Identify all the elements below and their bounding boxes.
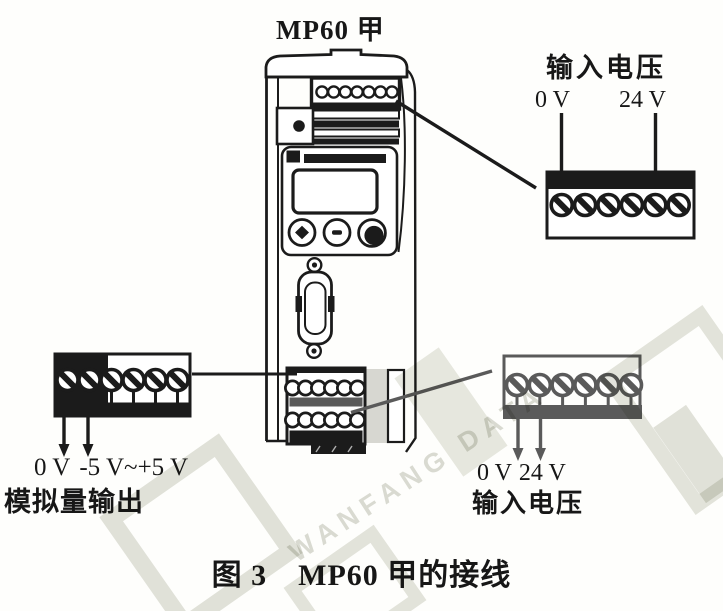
device-top-terminal-strip: [309, 76, 402, 111]
screw-terminal: [57, 370, 78, 391]
device-io-terminals: [283, 366, 406, 446]
bottom-right-block-label: 输入电压: [472, 489, 585, 518]
block-bottom-bar: [503, 405, 642, 419]
screw-terminal: [145, 370, 166, 391]
bottom-left-pin-labels: 0 V -5 V~+5 V: [34, 454, 189, 481]
dsub-latch-left: [295, 296, 302, 312]
figure-caption: 图 3 MP60 甲的接线: [211, 559, 512, 592]
screw-terminal: [101, 370, 122, 391]
device-title: MP60 甲: [276, 15, 385, 45]
terminal-ring: [350, 85, 364, 99]
screw-terminal: [645, 195, 666, 216]
button-left: [287, 218, 317, 247]
panel-square-mark: [286, 150, 300, 163]
knob: [357, 218, 387, 248]
device-drawing: [264, 48, 417, 454]
terminal-ring: [326, 85, 341, 99]
display: [291, 168, 379, 215]
wire-arrow: [535, 448, 546, 461]
screw-terminal: [598, 195, 619, 216]
terminal-ring: [338, 85, 353, 99]
dsub-connector: [295, 257, 335, 360]
bottom-right-pin-24v: 24 V: [518, 460, 566, 486]
status-led: [293, 120, 305, 132]
terminal-block-bottom-right: [502, 354, 642, 461]
screw-terminal: [123, 370, 144, 391]
screw-terminal: [79, 370, 100, 391]
screw-terminal: [551, 195, 572, 216]
screw-terminal: [621, 195, 642, 216]
screw-terminal: [621, 375, 642, 396]
top-right-pin-0v: 0 V: [535, 87, 570, 113]
panel-slot-bar: [304, 154, 386, 163]
screw-terminal: [552, 375, 573, 396]
terminal-ring: [385, 85, 399, 99]
bottom-left-block-label: 模拟量输出: [4, 487, 144, 517]
diamond-icon: [295, 225, 309, 240]
device-right-edge: [405, 69, 417, 453]
terminal-block-bottom-left: [53, 352, 192, 457]
bottom-left-pin-0v: 0 V: [34, 454, 71, 481]
io-ring: [348, 411, 367, 429]
io-divider-band: [289, 397, 363, 407]
block-top-bar: [546, 171, 695, 189]
device-side-curve: [397, 77, 406, 253]
bottom-right-pin-labels: 0 V 24 V: [477, 460, 566, 486]
io-ring: [348, 379, 367, 397]
wire-arrow: [82, 444, 94, 457]
button-middle: [322, 218, 352, 247]
screw-terminal: [575, 195, 596, 216]
vent-stripes: [312, 109, 400, 145]
terminal-ring: [373, 85, 388, 99]
dsub-latch-right: [328, 296, 335, 312]
bottom-left-pin-range: -5 V~+5 V: [79, 454, 189, 481]
bottom-right-pin-0v: 0 V: [477, 460, 512, 486]
screw-terminal: [575, 375, 596, 396]
screw-terminal: [529, 375, 550, 396]
block-bottom-bar: [54, 402, 191, 417]
screw-terminal: [598, 375, 619, 396]
terminal-block-top-right: [545, 113, 696, 240]
device-foot: [311, 444, 366, 454]
wire-arrow: [512, 448, 524, 461]
pointer-line-top-right: [395, 99, 537, 190]
terminal-ring: [315, 85, 329, 99]
wire-arrow: [58, 444, 70, 457]
screw-terminal: [668, 195, 689, 216]
top-right-pin-24v: 24 V: [619, 87, 666, 113]
top-right-block-label: 输入电压: [546, 53, 666, 83]
screw-terminal: [507, 375, 528, 396]
terminal-ring: [361, 85, 376, 99]
io-bottom-bar: [289, 430, 363, 444]
screw-terminal: [167, 370, 188, 391]
dash-icon: [332, 230, 342, 235]
device-top-cap: [264, 48, 409, 79]
